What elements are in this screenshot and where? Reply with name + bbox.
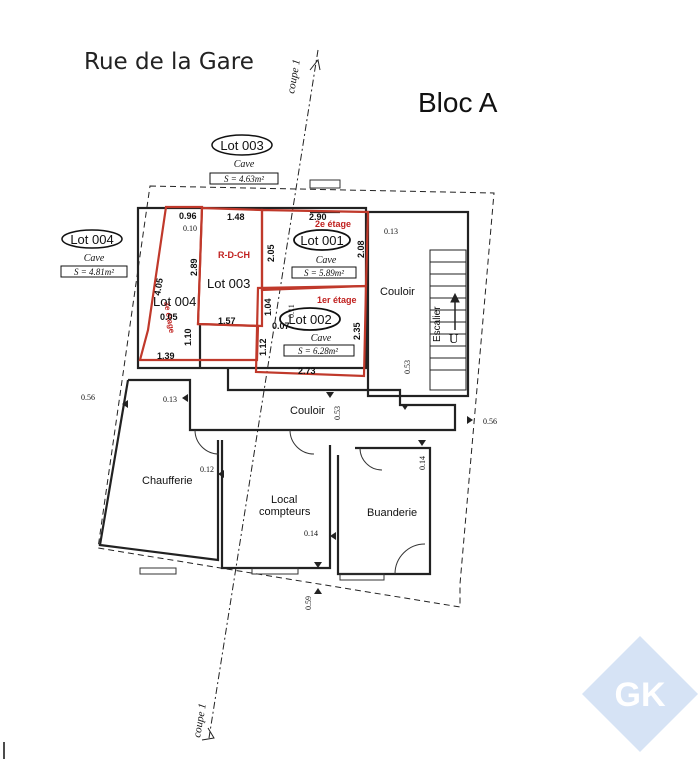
lot004-legend-surface: S = 4.81m² xyxy=(74,267,114,277)
bloc-title: Bloc A xyxy=(418,87,498,118)
lot004-name: Lot 004 xyxy=(153,294,196,309)
room-local-line2: compteurs xyxy=(259,506,311,518)
dim-112: 1.12 xyxy=(258,338,268,356)
dim-059: 0.59 xyxy=(304,596,313,610)
dim-205: 2.05 xyxy=(266,244,276,262)
section-arrow-bottom xyxy=(201,727,215,741)
room-couloir-mid: Couloir xyxy=(290,405,325,417)
lot001-surface: S = 5.89m² xyxy=(304,268,344,278)
lot003-name: Lot 003 xyxy=(207,276,250,291)
lot004-legend-type: Cave xyxy=(84,253,105,264)
dim-013b: 0.13 xyxy=(163,395,177,404)
dim-056l: 0.56 xyxy=(81,393,95,402)
dim-007: 0.07 xyxy=(272,321,290,331)
lot002-oval xyxy=(279,307,341,331)
lot004-legend-box xyxy=(60,265,128,278)
lot002-box xyxy=(283,344,355,357)
lot-outlines xyxy=(138,205,370,378)
lot003-legend-oval xyxy=(211,134,273,156)
lot004-legend-oval xyxy=(61,229,123,249)
gk-logo: GK xyxy=(582,636,698,752)
lot002-type: Cave xyxy=(311,333,332,344)
dim-011: 0.11 xyxy=(287,304,296,318)
dim-104: 1.04 xyxy=(263,298,273,316)
lot003-legend-box xyxy=(209,172,279,185)
lot002-floor: 1er étage xyxy=(317,295,357,305)
lot003-legend-surface: S = 4.63m² xyxy=(224,174,264,184)
lot001-name: Lot 001 xyxy=(300,233,343,248)
dim-014b: 0.14 xyxy=(304,529,318,538)
dim-053a: 0.53 xyxy=(403,360,412,374)
room-escalier: Escalier xyxy=(432,306,443,342)
stair-up: U xyxy=(449,331,459,346)
dim-157: 1.57 xyxy=(218,316,236,326)
dim-014a: 0.14 xyxy=(418,456,427,470)
section-label-bottom: coupe 1 xyxy=(191,702,209,738)
dimension-arrows xyxy=(122,392,473,594)
lot002-name: Lot 002 xyxy=(288,312,331,327)
dim-053b: 0.53 xyxy=(333,406,342,420)
lot002-surface: S = 6.28m² xyxy=(298,346,338,356)
room-local-line1: Local xyxy=(271,494,297,506)
lot003-legend-name: Lot 003 xyxy=(220,138,263,153)
dimensions: 0.96 1.48 2.90 0.10 2.89 4.05 2.05 2.08 … xyxy=(81,211,497,610)
lot001-floor: 2e étage xyxy=(315,219,351,229)
dim-148: 1.48 xyxy=(227,212,245,222)
dim-139: 1.39 xyxy=(157,351,175,361)
dim-012: 0.12 xyxy=(200,465,214,474)
section-line xyxy=(208,49,319,739)
dim-208: 2.08 xyxy=(356,240,366,258)
dim-096: 0.96 xyxy=(179,211,197,221)
dim-013a: 0.13 xyxy=(384,227,398,236)
dim-010: 0.10 xyxy=(183,224,197,233)
dim-110: 1.10 xyxy=(183,328,193,346)
dim-056r: 0.56 xyxy=(483,417,497,426)
lot003-floor: R-D-CH xyxy=(218,250,250,260)
dim-235: 2.35 xyxy=(352,322,362,340)
section-arrow-top xyxy=(309,58,321,71)
dim-005: 0.05 xyxy=(160,312,178,322)
section-label-top: coupe 1 xyxy=(285,58,303,94)
room-buanderie: Buanderie xyxy=(367,507,417,519)
room-couloir-right: Couloir xyxy=(380,286,415,298)
logo-text: GK xyxy=(615,676,666,714)
dim-405: 4.05 xyxy=(152,277,165,296)
lot001-oval xyxy=(293,229,351,251)
dim-290: 2.90 xyxy=(309,212,327,222)
staircase xyxy=(429,249,467,391)
dim-289: 2.89 xyxy=(189,258,199,276)
street-name: Rue de la Gare xyxy=(84,49,254,75)
lot001-box xyxy=(291,266,357,279)
lot001-type: Cave xyxy=(316,255,337,266)
doors xyxy=(139,179,426,581)
lot003-legend-type: Cave xyxy=(234,159,255,170)
room-chaufferie: Chaufferie xyxy=(142,475,193,487)
dim-273: 2.73 xyxy=(298,366,316,376)
lot004-legend-name: Lot 004 xyxy=(70,232,113,247)
